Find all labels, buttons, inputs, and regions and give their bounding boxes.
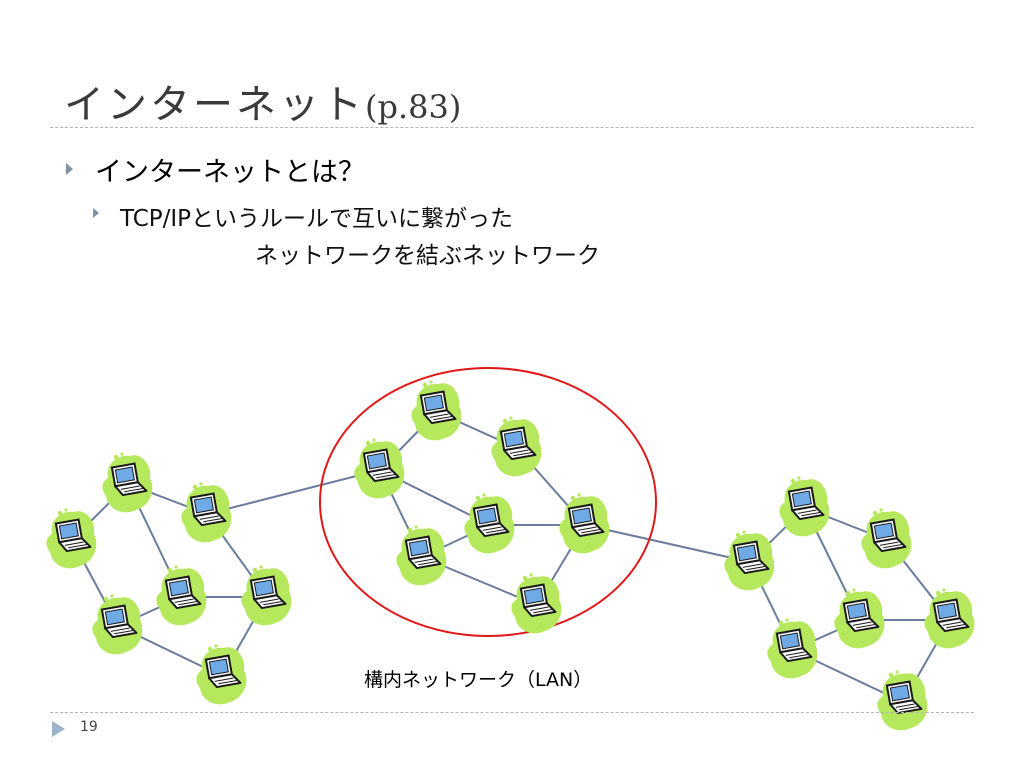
laptop-icon: [45, 507, 98, 570]
page-number: 19: [80, 719, 98, 735]
laptop-icon: [91, 593, 144, 656]
laptop-icon: [833, 587, 886, 650]
laptop-icon: [766, 617, 819, 680]
laptop-icon: [410, 379, 463, 442]
laptop-icon: [860, 507, 913, 570]
laptop-icon: [155, 564, 208, 627]
lan-label: 構内ネットワーク（LAN）: [364, 669, 593, 691]
bullet-level1: インターネットとは？: [95, 157, 365, 188]
laptop-icon: [510, 572, 563, 635]
bullet-arrow-icon: [66, 163, 73, 175]
title-divider: [50, 127, 974, 128]
slide-title-text: インターネット: [64, 82, 365, 128]
bullet-level2-line2: ネットワークを結ぶネットワーク: [255, 243, 600, 269]
laptop-icon: [876, 669, 929, 732]
laptop-icon: [395, 524, 448, 587]
laptop-icon: [240, 564, 293, 627]
footer-divider: [50, 712, 974, 713]
slide-title-page-ref: (p.83): [365, 88, 462, 126]
sub-bullet-arrow-icon: [93, 208, 99, 218]
laptop-icon: [101, 451, 154, 514]
laptop-icon: [463, 492, 516, 555]
laptop-icon: [195, 643, 248, 706]
laptop-icon: [778, 475, 831, 538]
laptop-icon: [558, 492, 611, 555]
laptop-icon: [180, 481, 233, 544]
footer-arrow-icon: [52, 721, 65, 737]
lan-boundary-circle: [319, 367, 657, 637]
bullet-level2-line1: TCP/IPというルールで互いに繋がった: [120, 206, 514, 232]
laptop-icon: [723, 529, 776, 592]
slide-title: インターネット(p.83): [64, 72, 461, 130]
laptop-icon: [353, 437, 406, 500]
laptop-icon: [490, 415, 543, 478]
